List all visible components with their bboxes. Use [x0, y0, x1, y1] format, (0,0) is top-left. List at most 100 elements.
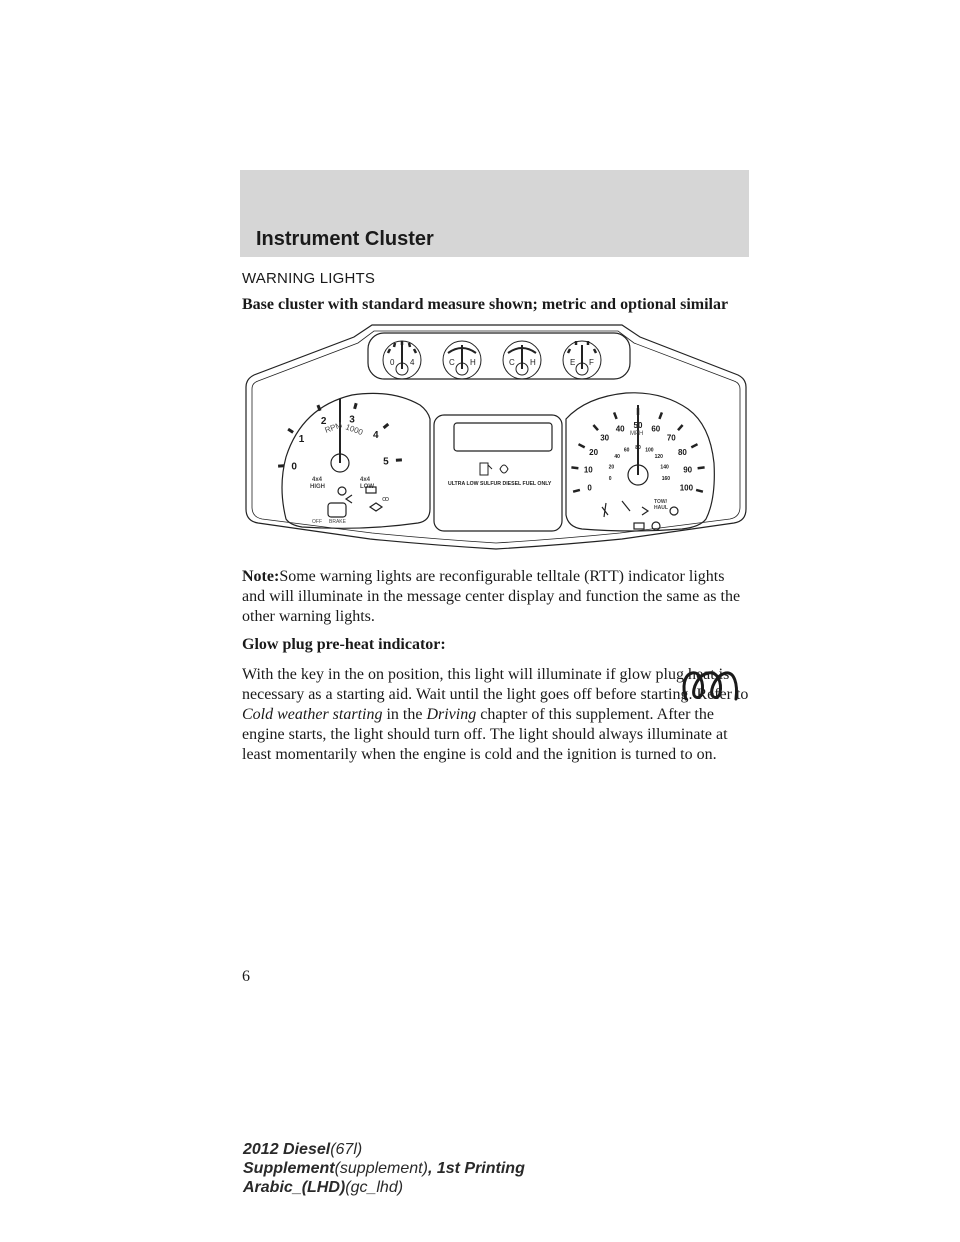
- note-paragraph: Note:Some warning lights are reconfigura…: [242, 567, 750, 627]
- footer-market: Arabic_(LHD): [243, 1179, 346, 1196]
- speedo-kmh-number: 100: [645, 447, 654, 453]
- speedo-mph-number: 30: [600, 434, 609, 443]
- speedo-kmh-number: 80: [635, 445, 641, 451]
- tach-number: 0: [291, 461, 297, 472]
- instrument-cluster-illustration: 0 4 C H C H E F: [245, 324, 747, 550]
- cruise-icon: [669, 506, 679, 516]
- message-center: ULTRA LOW SULFUR DIESEL FUEL ONLY: [433, 414, 563, 532]
- chapter-header-band: Instrument Cluster: [240, 170, 749, 257]
- footer-printing: , 1st Printing: [427, 1160, 525, 1177]
- speedo-mph-number: 90: [683, 465, 692, 474]
- small-gauge-1: 0 4: [382, 340, 422, 380]
- tach-number: 4: [373, 430, 379, 441]
- glow-plug-text-2: chapter of this supplement. After the en…: [242, 706, 728, 763]
- speedo-mph-number: 0: [587, 483, 592, 492]
- chapter-title: Instrument Cluster: [256, 228, 434, 250]
- section-heading: WARNING LIGHTS: [242, 270, 376, 287]
- g4-right-label: F: [589, 358, 594, 367]
- engine-icon: [368, 502, 384, 512]
- figure-caption: Base cluster with standard measure shown…: [242, 296, 729, 313]
- speedo-tick: [697, 466, 705, 470]
- g2-left-label: C: [449, 358, 455, 367]
- g1-left-label: 0: [390, 358, 395, 367]
- instrument-cluster-figure: 0 4 C H C H E F: [242, 323, 750, 557]
- footer-line-3: Arabic_(LHD)(gc_lhd): [243, 1178, 525, 1197]
- speedo-kmh-number: 140: [660, 464, 669, 470]
- small-gauge-3: C H: [502, 340, 542, 380]
- four-low-1: 4x4: [360, 477, 371, 483]
- driving-chapter-ref: Driving: [426, 706, 477, 723]
- page-number: 6: [242, 968, 250, 985]
- speedo-tick: [572, 488, 581, 493]
- tow-haul-2: HAUL: [654, 505, 668, 511]
- fuel-pump-icon: [479, 462, 493, 476]
- headlamp-icon: [633, 522, 645, 530]
- glow-plug-paragraph: With the key in the on position, this li…: [242, 665, 750, 765]
- speedo-kmh-number: 20: [609, 464, 615, 470]
- speedo-mph-label: MPH: [630, 431, 643, 437]
- speedo-mph-number: 80: [678, 448, 687, 457]
- tach-tick: [316, 404, 322, 412]
- off-label: OFF: [312, 519, 322, 525]
- brake-icon: [327, 502, 347, 518]
- fuel-notice: ULTRA LOW SULFUR DIESEL FUEL ONLY: [448, 481, 552, 487]
- cluster-housing: [245, 324, 747, 550]
- brake-label: BRAKE: [329, 519, 347, 525]
- speedo-mph-number: 50: [634, 421, 643, 430]
- footer: 2012 Diesel(67l) Supplement(supplement),…: [243, 1140, 525, 1197]
- speedo-tick: [690, 443, 699, 449]
- g3-left-label: C: [509, 358, 515, 367]
- speedo-tick: [612, 411, 618, 420]
- airbag-icon: [337, 486, 347, 496]
- speedo-tick: [592, 424, 599, 432]
- four-high-1: 4x4: [312, 477, 323, 483]
- footer-market-code: (gc_lhd): [345, 1179, 404, 1196]
- footer-model: 2012 Diesel: [243, 1141, 331, 1158]
- footer-model-code: (67l): [330, 1141, 363, 1158]
- g4-left-label: E: [570, 358, 575, 367]
- speedo-mph-number: 100: [680, 483, 694, 492]
- small-gauge-2: C H: [442, 340, 482, 380]
- tow-haul-1: TOW/: [654, 499, 668, 505]
- battery-icon: [365, 486, 377, 494]
- tach-number: 1: [299, 434, 305, 445]
- tach-tick: [287, 427, 294, 434]
- footer-doc-type: Supplement: [243, 1160, 335, 1177]
- seatbelt-icon: [601, 502, 609, 518]
- speedo-kmh-number: 40: [614, 454, 620, 460]
- page-content: WARNING LIGHTS Base cluster with standar…: [242, 270, 750, 773]
- speedo-mph-number: 60: [651, 424, 660, 433]
- note-text: Some warning lights are reconfigurable t…: [242, 568, 741, 625]
- footer-line-1: 2012 Diesel(67l): [243, 1140, 525, 1159]
- tach-tick: [353, 402, 358, 410]
- glow-plug-small-icon: ꝏ: [382, 496, 389, 503]
- cold-weather-ref: Cold weather starting: [242, 706, 383, 723]
- small-gauge-4: E F: [562, 340, 602, 380]
- speedo-mph-number: 20: [589, 448, 598, 457]
- glow-plug-icon: [682, 671, 738, 701]
- speedo-tick: [658, 411, 664, 420]
- footer-line-2: Supplement(supplement), 1st Printing: [243, 1159, 525, 1178]
- glow-plug-text-mid: in the: [386, 706, 423, 723]
- g3-right-label: H: [530, 358, 536, 367]
- glow-plug-heading: Glow plug pre-heat indicator:: [242, 636, 446, 653]
- glow-plug-section: With the key in the on position, this li…: [242, 665, 750, 765]
- speedo-kmh-number: 60: [624, 447, 630, 453]
- speedo-tick: [571, 466, 579, 470]
- message-center-screen: [453, 422, 553, 452]
- speedo-mph-number: 70: [667, 434, 676, 443]
- speedo-kmh-number: 160: [662, 476, 671, 482]
- speedo-mph-number: 10: [584, 465, 593, 474]
- tach-number: 3: [349, 415, 355, 426]
- glow-plug-text-1: With the key in the on position, this li…: [242, 666, 749, 703]
- note-label: Note:: [242, 568, 280, 585]
- g1-right-label: 4: [410, 358, 415, 367]
- tachometer: RPM 1000 4x4 HIGH 4x4 LOW BRAKE OFF ꝏ 01…: [278, 392, 431, 529]
- four-high-2: HIGH: [310, 484, 325, 490]
- right-arrow-icon: [641, 506, 650, 516]
- tire-pressure-icon: [651, 521, 661, 531]
- tach-number: 5: [383, 457, 389, 468]
- speedo-tick: [677, 424, 684, 432]
- water-in-fuel-icon: [499, 464, 509, 474]
